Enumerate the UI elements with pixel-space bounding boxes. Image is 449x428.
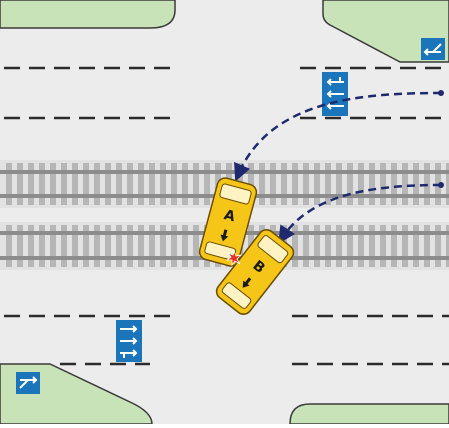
rail-sleeper [105,163,111,205]
rail-sleeper [292,163,298,205]
rail-sleeper [402,225,408,267]
rail-sleeper [435,225,441,267]
rail-sleeper [303,163,309,205]
rail-sleeper [50,225,56,267]
rail-sleeper [182,225,188,267]
rail-sleeper [347,163,353,205]
merge-arrow-icon [19,376,38,389]
rail-sleeper [171,225,177,267]
rail-sleeper [292,225,298,267]
rail-sleeper [17,163,23,205]
rail-sleeper [83,225,89,267]
rail-sleeper [391,225,397,267]
rail-sleeper [127,225,133,267]
rail-sleeper [116,163,122,205]
rail-sleeper [336,163,342,205]
rail-sleeper [259,163,265,205]
arrow-down-icon [220,229,229,242]
trajectory-start-b [438,182,444,188]
arrow-down-icon [242,277,252,288]
rail-sleeper [94,225,100,267]
vehicle-b: B [215,229,295,315]
grass-corner-top-left [0,0,176,29]
vehicle-a-label: A [222,207,237,225]
rail-sleeper [94,163,100,205]
rail-sleeper [72,163,78,205]
rail-sleeper [413,225,419,267]
collision-star-icon [225,249,243,267]
corner-sign-bottom-left [16,372,40,394]
merge-arrow-icon [423,43,442,56]
rail [0,170,449,174]
rail-sleeper [204,163,210,205]
lane-arrows-icon [326,77,344,110]
lane-direction-sign-top [322,72,348,116]
rail-sleeper [138,225,144,267]
upper-lane-markings [4,66,449,120]
rail-sleeper [193,163,199,205]
rail-sleeper [424,225,430,267]
rail-sleeper [314,225,320,267]
rail-sleeper [402,163,408,205]
rail-sleeper [303,225,309,267]
lower-lane-markings [4,314,449,366]
lane-direction-sign-bottom [116,320,142,362]
rail-sleeper [6,225,12,267]
rail-sleeper [17,225,23,267]
rail-sleeper [61,163,67,205]
rail-sleeper [347,225,353,267]
rail-sleeper [105,225,111,267]
rail-sleeper [369,163,375,205]
rail-sleeper [369,225,375,267]
rail-sleeper [325,225,331,267]
rail-sleeper [39,163,45,205]
rail-sleeper [127,163,133,205]
rail-sleeper [413,163,419,205]
trajectory-path-b [278,183,442,244]
corner-sign-top-right [421,38,445,60]
rail-sleeper [336,225,342,267]
rail-sleeper [358,163,364,205]
rail-sleeper [270,163,276,205]
rail-sleeper [149,225,155,267]
rail-sleeper [61,225,67,267]
rail-sleeper [160,163,166,205]
rail-sleeper [39,225,45,267]
rail-sleeper [83,163,89,205]
rail-sleeper [193,225,199,267]
grass-corner-top-right [322,0,449,63]
rail-sleeper [160,225,166,267]
grass-corner-bottom-right [289,403,449,425]
rail-sleeper [358,225,364,267]
rail-sleeper [171,163,177,205]
rail-sleeper [116,225,122,267]
trajectory-start-a [438,90,444,96]
rail-sleeper [281,163,287,205]
trajectory-path-a [234,91,442,182]
rail-sleeper [446,163,449,205]
rail-sleeper [72,225,78,267]
rail-sleeper [391,163,397,205]
rail-sleeper [380,225,386,267]
rail-sleeper [6,163,12,205]
rail-sleeper [138,163,144,205]
rail-sleeper [182,163,188,205]
rail-sleeper [28,225,34,267]
vehicle-a: A [198,177,258,267]
rail-sleeper [314,163,320,205]
lane-arrows-icon [120,325,138,358]
rail-sleeper [446,225,449,267]
rail-sleeper [50,163,56,205]
rail-sleeper [325,163,331,205]
rail-sleeper [380,163,386,205]
rail-sleeper [149,163,155,205]
rail-sleeper [28,163,34,205]
